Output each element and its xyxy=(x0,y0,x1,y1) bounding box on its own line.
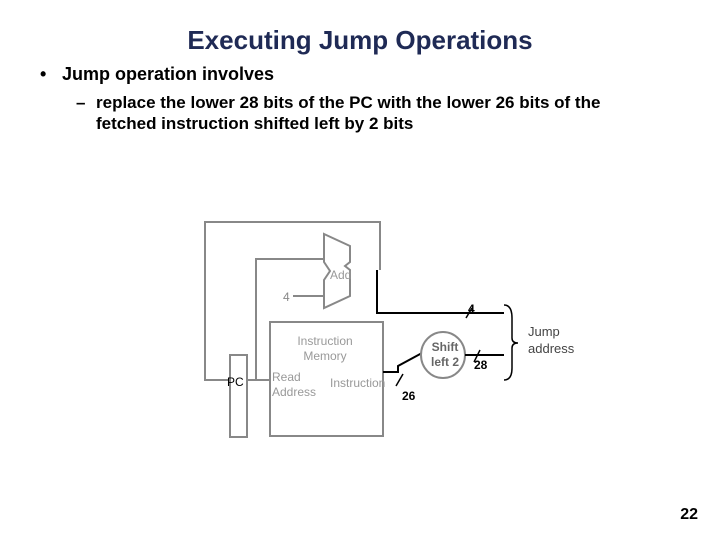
page-number: 22 xyxy=(680,506,698,523)
subbullet-marker: – xyxy=(76,93,86,112)
wire-width-28-label: 28 xyxy=(474,358,488,372)
wire-26-slash xyxy=(395,373,404,387)
slide-title: Executing Jump Operations xyxy=(187,25,533,55)
wire-4-slash xyxy=(465,307,473,319)
jump-address-brace xyxy=(503,304,519,381)
subbullet-line-1: replace the lower 28 bits of the PC with… xyxy=(96,93,601,112)
read-address-label: Read Address xyxy=(272,370,317,399)
adder-label: Add xyxy=(330,268,352,282)
bullet-marker: • xyxy=(40,64,47,84)
constant-four-label: 4 xyxy=(283,290,290,304)
adder-block xyxy=(323,232,351,310)
instruction-memory-block xyxy=(269,321,384,437)
bullet-item: • Jump operation involves xyxy=(40,64,274,85)
wire-28-slash xyxy=(473,349,481,363)
wire-width-4-label: 4 xyxy=(468,302,475,316)
instruction-label: Instruction xyxy=(330,376,386,390)
shift-left-2-label: Shift left 2 xyxy=(430,340,459,369)
subbullet-line-2: fetched instruction shifted left by 2 bi… xyxy=(96,114,414,133)
jump-address-label: Jump address xyxy=(528,324,575,356)
instruction-to-shift-wire xyxy=(383,352,423,373)
adder-upper-bits-wire xyxy=(376,270,504,314)
pc-register xyxy=(229,354,248,438)
pc-to-adder-wire xyxy=(255,258,324,380)
bullet-text: Jump operation involves xyxy=(62,64,275,84)
pc-label: PC xyxy=(227,375,244,389)
wire-width-26-label: 26 xyxy=(402,389,416,403)
instruction-memory-label: Instruction Memory xyxy=(297,334,353,363)
pc-feedback-wire xyxy=(204,221,381,381)
